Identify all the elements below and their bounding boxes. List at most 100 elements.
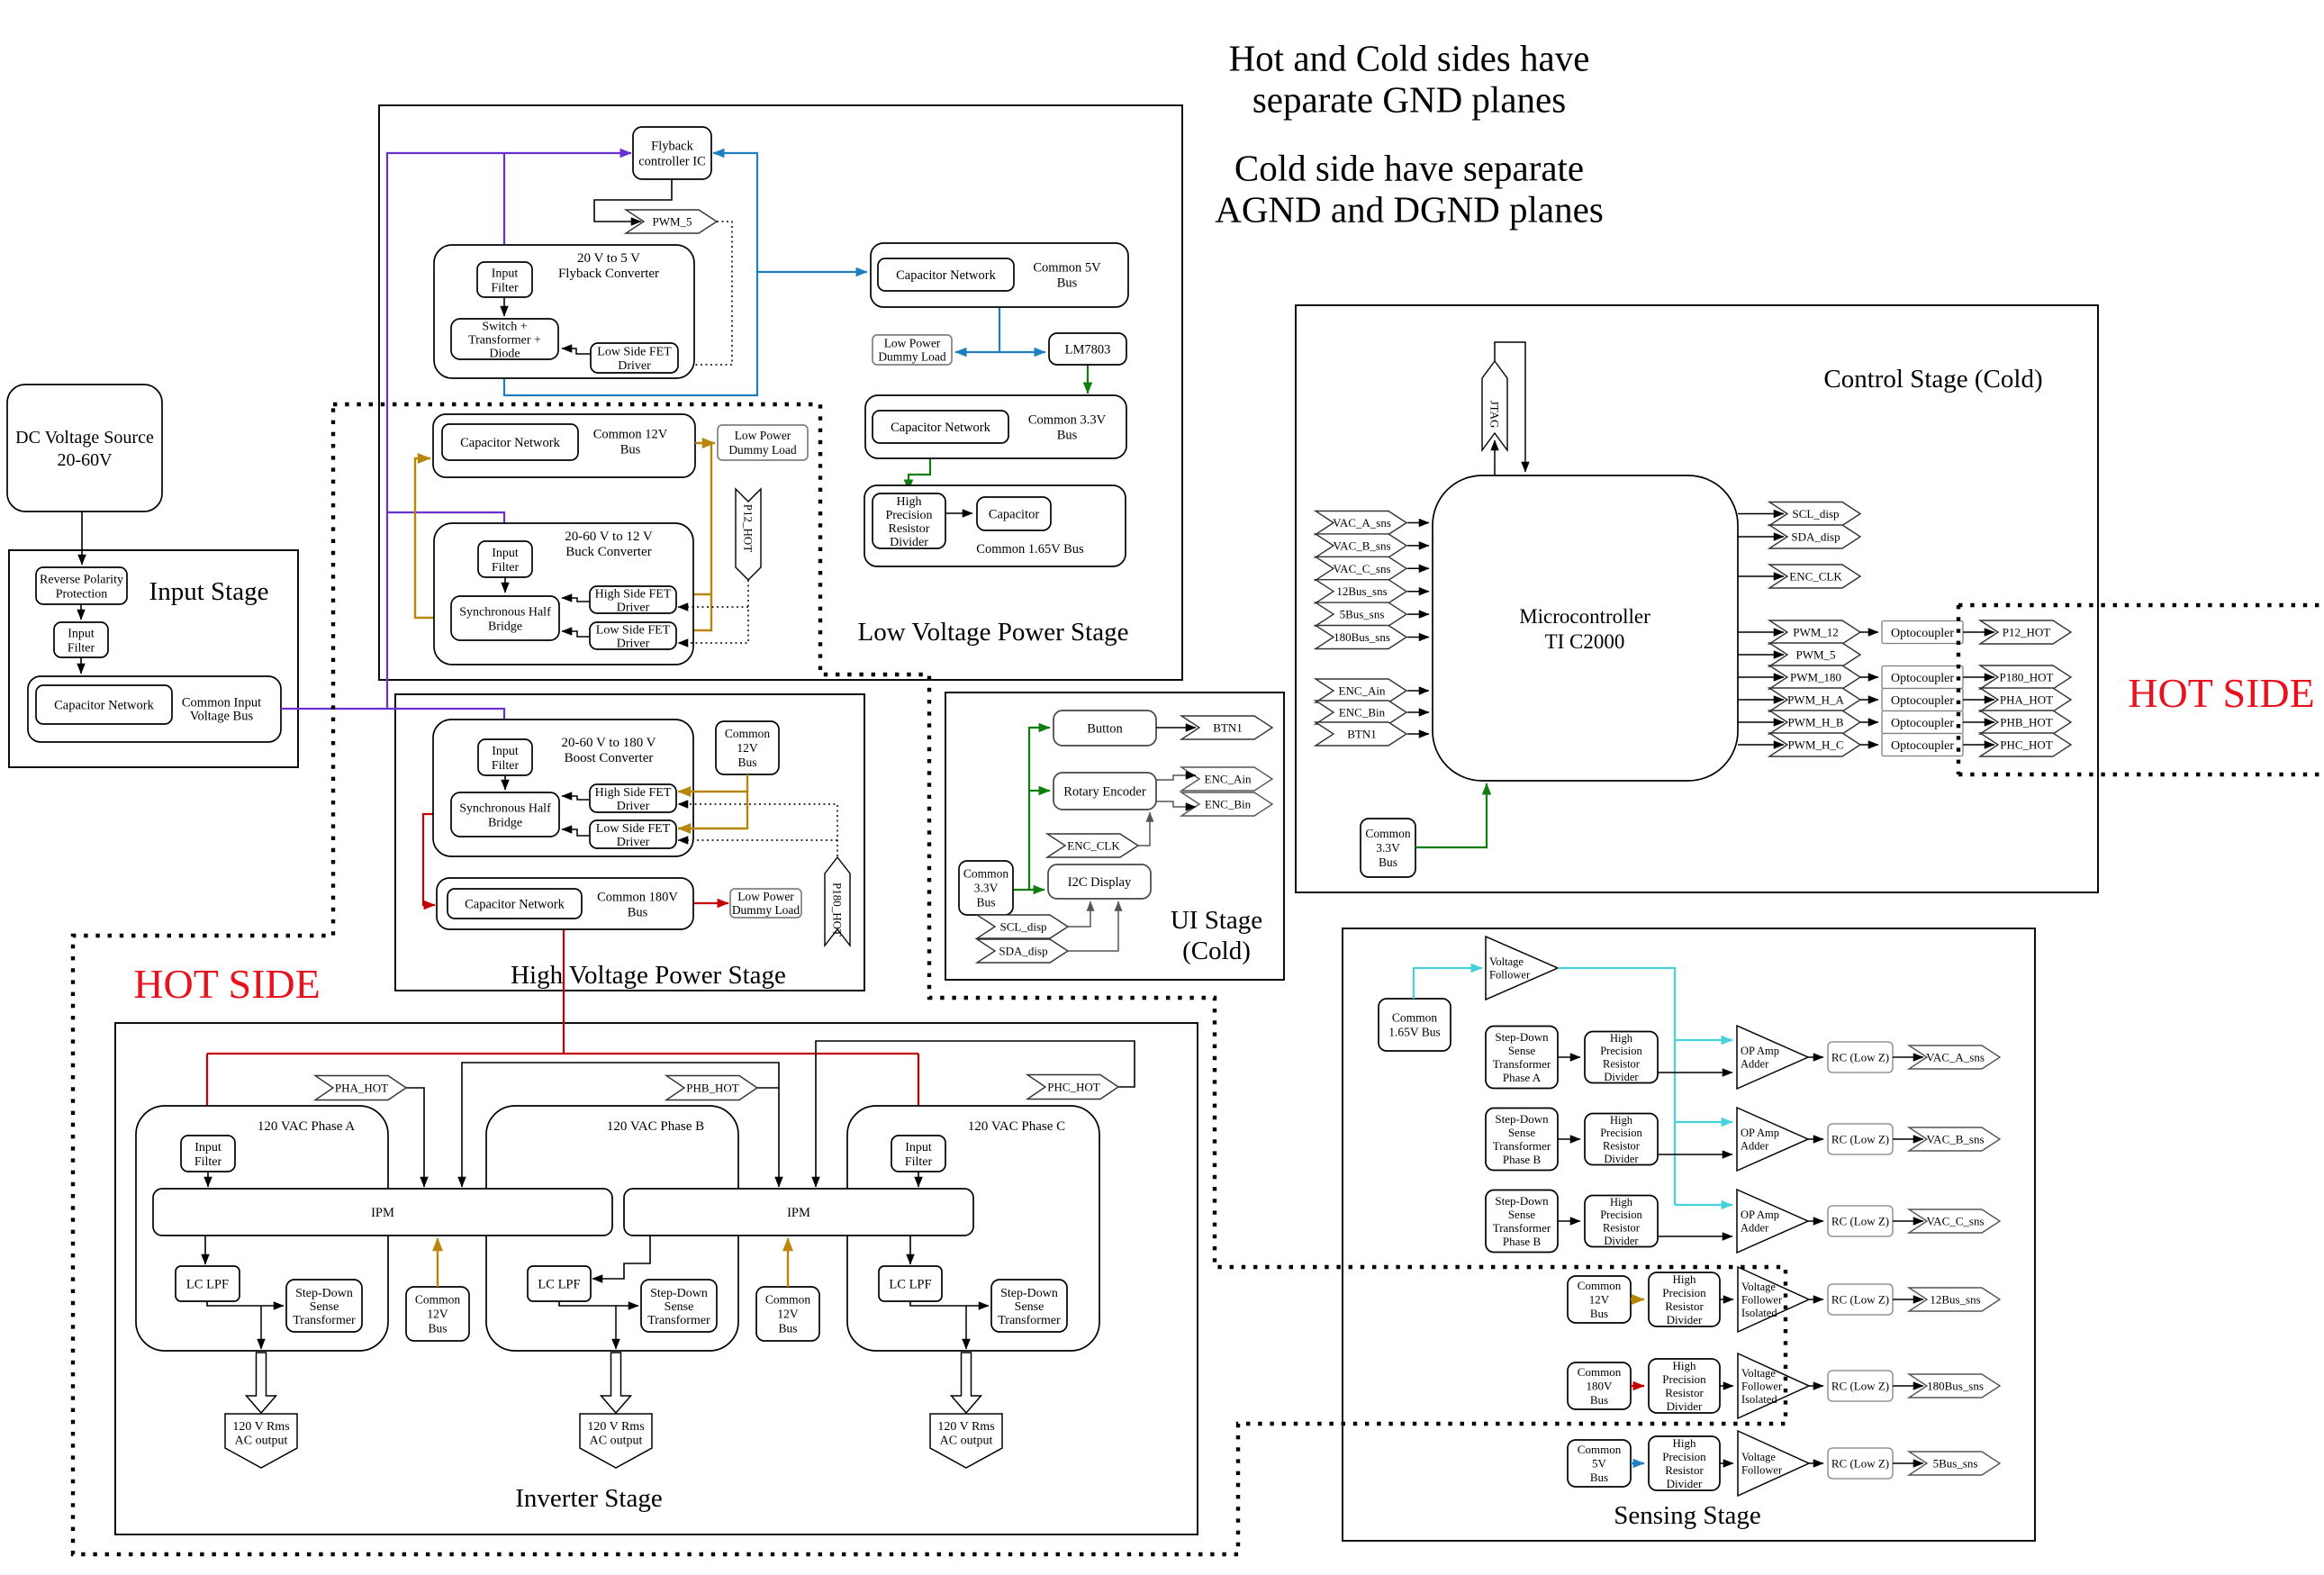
svg-text:Driver: Driver (617, 637, 650, 650)
svg-text:VAC_C_sns: VAC_C_sns (1333, 562, 1390, 575)
svg-text:VAC_C_sns: VAC_C_sns (1926, 1215, 1984, 1228)
svg-text:Common 3.3V: Common 3.3V (1028, 413, 1107, 428)
svg-text:Filter: Filter (492, 759, 520, 773)
svg-text:TI C2000: TI C2000 (1545, 630, 1625, 653)
svg-text:JTAG: JTAG (1488, 401, 1501, 429)
svg-text:Bus: Bus (628, 906, 648, 920)
svg-text:AC output: AC output (590, 1435, 643, 1448)
svg-text:Bus: Bus (1590, 1393, 1608, 1407)
svg-text:ENC_Bin: ENC_Bin (1205, 798, 1252, 811)
svg-text:RC (Low Z): RC (Low Z) (1831, 1215, 1889, 1228)
svg-text:PHB_HOT: PHB_HOT (686, 1082, 739, 1095)
svg-text:Precision: Precision (885, 509, 932, 522)
svg-text:Adder: Adder (1741, 1058, 1769, 1071)
svg-text:Adder: Adder (1741, 1140, 1769, 1153)
svg-text:Capacitor Network: Capacitor Network (460, 436, 560, 450)
svg-text:Input: Input (194, 1141, 222, 1154)
svg-text:High: High (1610, 1196, 1633, 1208)
svg-text:Dummy Load: Dummy Load (878, 350, 946, 364)
svg-text:LM7803: LM7803 (1065, 343, 1111, 358)
svg-text:Voltage: Voltage (1741, 1451, 1776, 1463)
svg-text:Protection: Protection (56, 587, 108, 601)
svg-text:Phase B: Phase B (1503, 1153, 1542, 1166)
svg-text:Capacitor Network: Capacitor Network (891, 421, 990, 435)
svg-text:Common 5V: Common 5V (1033, 261, 1101, 276)
svg-text:Switch +: Switch + (482, 320, 527, 333)
svg-text:Input: Input (68, 627, 95, 640)
svg-text:Common 1.65V Bus: Common 1.65V Bus (976, 542, 1084, 557)
svg-text:Follower: Follower (1741, 1293, 1783, 1306)
svg-text:HOT SIDE: HOT SIDE (133, 961, 320, 1007)
svg-text:ENC_Ain: ENC_Ain (1339, 684, 1387, 698)
svg-text:120 V Rms: 120 V Rms (587, 1420, 644, 1434)
svg-text:Bridge: Bridge (488, 816, 522, 829)
svg-text:PHA_HOT: PHA_HOT (335, 1082, 388, 1095)
svg-text:Step-Down: Step-Down (295, 1287, 353, 1300)
svg-text:Voltage: Voltage (1741, 1281, 1776, 1293)
svg-text:Optocoupler: Optocoupler (1891, 717, 1954, 730)
svg-text:PHB_HOT: PHB_HOT (2000, 716, 2053, 729)
svg-text:Boost Converter: Boost Converter (565, 751, 654, 765)
svg-text:20 V to 5 V: 20 V to 5 V (577, 251, 640, 266)
svg-text:Sense: Sense (310, 1300, 339, 1314)
svg-text:20-60 V to 180 V: 20-60 V to 180 V (561, 736, 656, 750)
svg-text:PWM_H_B: PWM_H_B (1787, 716, 1843, 729)
svg-text:Driver: Driver (618, 359, 651, 373)
svg-text:Rotary Encoder: Rotary Encoder (1063, 785, 1146, 800)
svg-text:Input Stage: Input Stage (149, 577, 269, 606)
svg-text:PHA_HOT: PHA_HOT (2000, 693, 2053, 707)
svg-text:High Side FET: High Side FET (595, 786, 672, 800)
svg-text:Common: Common (765, 1293, 811, 1307)
svg-text:Step-Down: Step-Down (1000, 1287, 1058, 1300)
svg-text:Step-Down: Step-Down (1495, 1030, 1549, 1044)
svg-text:PWM_H_C: PWM_H_C (1787, 738, 1843, 752)
svg-text:Phase B: Phase B (1503, 1235, 1542, 1248)
svg-text:12Bus_sns: 12Bus_sns (1930, 1293, 1980, 1307)
svg-text:Dummy Load: Dummy Load (728, 443, 797, 457)
svg-text:Voltage Bus: Voltage Bus (190, 710, 254, 724)
svg-text:5Bus_sns: 5Bus_sns (1933, 1457, 1978, 1471)
svg-text:Common: Common (1392, 1011, 1438, 1025)
svg-text:120 V Rms: 120 V Rms (232, 1420, 289, 1434)
svg-text:Divider: Divider (1604, 1071, 1639, 1083)
svg-text:Flyback Converter: Flyback Converter (558, 267, 659, 281)
svg-text:AGND and DGND planes: AGND and DGND planes (1215, 188, 1604, 230)
svg-text:Sensing Stage: Sensing Stage (1614, 1501, 1761, 1530)
svg-text:High: High (1610, 1032, 1633, 1045)
svg-text:Low Voltage Power Stage: Low Voltage Power Stage (858, 618, 1129, 647)
svg-text:Common: Common (1578, 1279, 1622, 1292)
svg-text:P180_HOT: P180_HOT (831, 883, 845, 937)
svg-text:PHC_HOT: PHC_HOT (2000, 738, 2053, 752)
svg-text:Transformer: Transformer (647, 1314, 710, 1327)
svg-text:I2C Display: I2C Display (1068, 875, 1132, 890)
svg-text:Common: Common (1578, 1365, 1622, 1379)
svg-text:Optocoupler: Optocoupler (1891, 672, 1954, 685)
svg-text:3.3V: 3.3V (1376, 841, 1400, 855)
svg-text:Transformer: Transformer (1493, 1057, 1551, 1071)
svg-text:Driver: Driver (617, 601, 650, 614)
svg-text:Microcontroller: Microcontroller (1519, 605, 1650, 628)
svg-text:Transformer: Transformer (1493, 1139, 1551, 1153)
svg-text:Common 180V: Common 180V (597, 891, 678, 905)
svg-text:12V: 12V (737, 741, 758, 755)
svg-text:Low Side FET: Low Side FET (597, 346, 672, 359)
svg-text:Resistor: Resistor (1603, 1222, 1641, 1235)
svg-text:Common: Common (1578, 1443, 1622, 1456)
svg-text:Capacitor Network: Capacitor Network (54, 699, 154, 713)
svg-text:Bus: Bus (1057, 429, 1078, 443)
svg-text:Hot and Cold sides have: Hot and Cold sides have (1229, 37, 1590, 78)
svg-text:ENC_CLK: ENC_CLK (1067, 839, 1120, 853)
svg-text:Divider: Divider (1604, 1153, 1639, 1165)
svg-text:OP Amp: OP Amp (1741, 1045, 1779, 1057)
svg-text:SCL_disp: SCL_disp (999, 920, 1046, 934)
svg-text:Bus: Bus (778, 1322, 797, 1335)
svg-text:controller IC: controller IC (638, 155, 706, 169)
svg-text:ENC_Ain: ENC_Ain (1205, 773, 1252, 786)
svg-text:Diode: Diode (489, 347, 520, 360)
svg-text:Divider: Divider (1667, 1313, 1703, 1326)
svg-text:3.3V: 3.3V (974, 882, 999, 895)
svg-text:PWM_12: PWM_12 (1793, 626, 1839, 639)
svg-text:AC output: AC output (235, 1435, 288, 1448)
svg-text:Optocoupler: Optocoupler (1891, 739, 1954, 753)
svg-text:P180_HOT: P180_HOT (2000, 671, 2054, 684)
